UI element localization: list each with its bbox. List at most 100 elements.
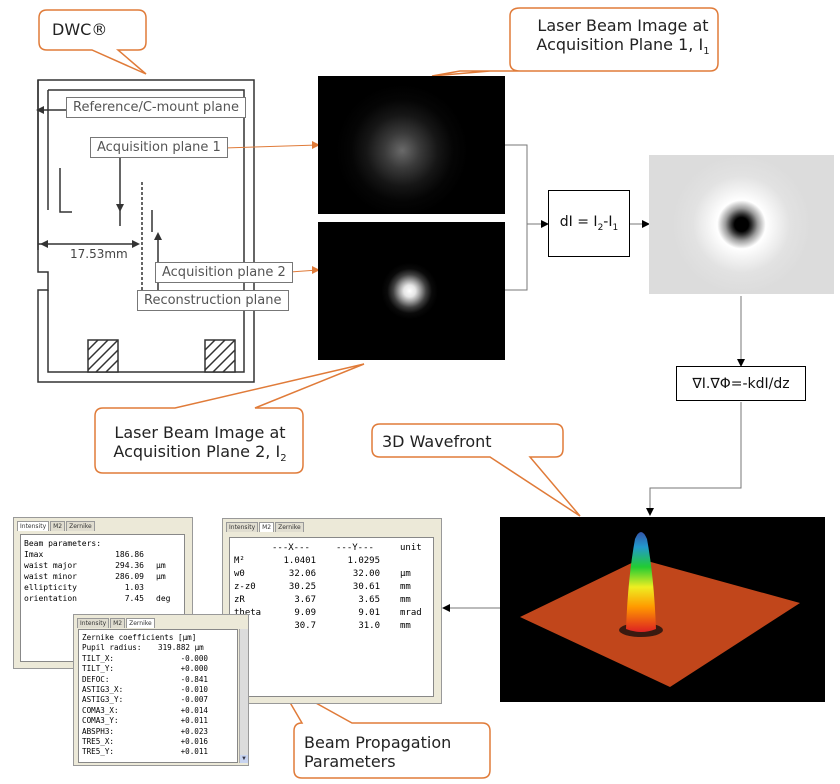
zernike-row: ASTIG3_X: -0.010 (82, 685, 234, 695)
wavefront-callout-shape (371, 423, 581, 517)
plane1-callout-line1: Laser Beam Image at (537, 16, 709, 35)
m2-unit: µm (400, 569, 411, 579)
beam-image-plane2 (318, 222, 505, 360)
zernike-name: COMA3_X: (82, 705, 119, 715)
plane2-callout-line1: Laser Beam Image at (114, 423, 286, 442)
tab-m2[interactable]: M2 (259, 522, 275, 532)
beam-param-name: waist major (24, 561, 77, 570)
arrow-to-wavefront (646, 508, 654, 516)
tie-equation-box: ∇I.∇Φ=-kdI/dz (676, 366, 806, 401)
arrow-to-diff (642, 220, 650, 228)
m2-row: R30.731.0mm (234, 620, 429, 633)
zernike-content: Zernike coefficients [µm] Pupil radius:3… (78, 629, 238, 763)
m2-x-value: 32.06 (288, 569, 316, 579)
zernike-value: -0.000 (180, 653, 208, 663)
zernike-name: TILT_X: (82, 653, 115, 663)
tab-m2[interactable]: M2 (110, 618, 126, 628)
tab-intensity[interactable]: Intensity (226, 522, 259, 532)
reconstruction-plane-label: Reconstruction plane (137, 290, 289, 311)
tab-zernike[interactable]: Zernike (66, 521, 95, 531)
m2-row: w0 32.06 32.00 µm (234, 568, 429, 581)
zernike-name: ASTIG3_X: (82, 685, 124, 695)
beam-param-value: 294.36 (115, 561, 144, 570)
zernike-value: -0.010 (180, 685, 208, 695)
pupil-radius-row: Pupil radius:319.882 µm (82, 643, 204, 653)
dwc-schematic (37, 79, 255, 383)
tab-intensity[interactable]: Intensity (77, 618, 110, 628)
beam-param-value: 7.45 (124, 594, 144, 603)
dwc-callout-text: DWC® (52, 20, 108, 39)
m2-param-name: z-z0 (234, 582, 256, 592)
arrow-to-tie (737, 359, 745, 367)
zernike-row: COMA3_Y:+0.011 (82, 716, 234, 726)
m2-y-value: 1.0295 (347, 556, 380, 566)
zernike-name: DEFOC: (82, 674, 110, 684)
m2-x-value: 9.09 (294, 608, 316, 618)
zernike-title: Zernike coefficients [µm] (82, 633, 197, 642)
m2-unit: mrad (400, 608, 422, 618)
m2-x-value: 1.0401 (283, 556, 316, 566)
wavefront-peak (626, 532, 656, 632)
beam-params-title: Beam parameters: (24, 539, 102, 548)
tab-zernike[interactable]: Zernike (275, 522, 304, 532)
m2-y-value: 31.0 (358, 621, 380, 631)
acquisition-plane2-label: Acquisition plane 2 (155, 262, 293, 283)
arrow-to-di (541, 220, 549, 228)
m2-unit: mm (400, 582, 411, 592)
di-equation: dI = I2-I1 (559, 214, 619, 233)
bpp-callout-line2: Parameters (304, 752, 396, 771)
reference-plane-label: Reference/C-mount plane (66, 97, 247, 118)
beam-param-name: orientation (24, 594, 77, 603)
beam-param-name: Imax (24, 550, 44, 559)
wavefront-callout-text: 3D Wavefront (382, 432, 492, 451)
m2-unit: mm (400, 621, 411, 631)
zernike-name: COMA3_Y: (82, 716, 119, 726)
zernike-row: ASTIG3_Y:-0.007 (82, 695, 234, 705)
dwc-callout-shape (38, 9, 147, 75)
m2-param-name: w0 (234, 569, 245, 579)
plane2-callout-line2: Acquisition Plane 2, I2 (113, 442, 287, 465)
bpp-callout-shape (275, 680, 491, 779)
m2-y-value: 32.00 (352, 569, 380, 579)
beam-param-unit: µm (156, 572, 166, 581)
zernike-name: TRE5_X: (82, 737, 115, 747)
beam-param-value: 1.03 (124, 583, 144, 592)
plane2-subscript: 2 (280, 453, 287, 465)
beam-param-unit: µm (156, 561, 166, 570)
m2-header-x: ---X--- (272, 543, 310, 553)
plane1-callout-line2: Acquisition Plane 1, I1 (536, 35, 710, 58)
zernike-name: ABSPH3: (82, 726, 115, 736)
beam-param-row: Imax 186.86 (24, 549, 181, 560)
zernike-value: +0.014 (180, 705, 208, 715)
m2-header-unit: unit (400, 543, 422, 553)
tab-intensity[interactable]: Intensity (17, 521, 50, 531)
scroll-down-icon[interactable]: ▼ (240, 755, 248, 763)
tab-zernike[interactable]: Zernike (126, 618, 155, 628)
m2-panel: Intensity M2 Zernike ---X--- ---Y--- uni… (222, 518, 442, 704)
tab-m2[interactable]: M2 (50, 521, 66, 531)
beam-param-value: 186.86 (115, 550, 144, 559)
m2-y-value: 30.61 (352, 582, 380, 592)
zernike-row: COMA3_X: +0.014 (82, 706, 234, 716)
zernike-value: -0.841 (180, 674, 208, 684)
grey-connectors (446, 144, 742, 609)
zernike-row: ABSPH3:+0.023 (82, 727, 234, 737)
beam-param-unit: deg (156, 594, 171, 603)
schematic-feet (87, 339, 236, 373)
bpp-callout-text: Beam Propagation Parameters (304, 733, 451, 771)
zernike-scrollbar[interactable]: ▼ (239, 629, 248, 763)
intensity-panel-tabs: Intensity M2 Zernike (17, 521, 96, 531)
m2-param-name: M² (234, 556, 245, 566)
m2-rows: M² 1.0401 1.0295 w0 32.06 32.00 µm z-z0 30.25 30.… (234, 555, 429, 633)
tie-equation: ∇I.∇Φ=-kdI/dz (692, 375, 790, 392)
zernike-name: TRE5_Y: (82, 747, 115, 757)
zernike-value: +0.000 (180, 664, 208, 674)
m2-x-value: 30.25 (288, 582, 316, 592)
plane1-callout-shape (431, 7, 719, 77)
